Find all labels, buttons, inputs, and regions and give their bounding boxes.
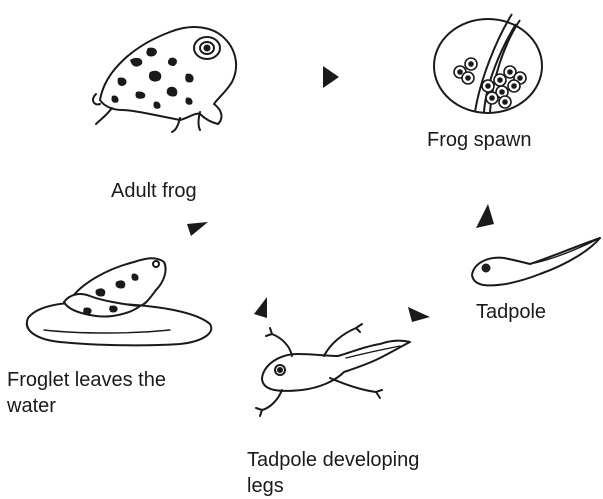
adult-frog-illustration — [93, 27, 236, 132]
tadpole-label: Tadpole — [476, 299, 546, 325]
arrow-down-left-icon — [254, 297, 267, 318]
arrow-right-icon — [323, 66, 339, 88]
arrow-up-right-icon — [187, 222, 208, 236]
froglet-illustration — [27, 258, 211, 345]
tadpole-legs-label: Tadpole developing legs — [247, 447, 457, 499]
arrow-down-left-icon — [408, 307, 430, 322]
arrow-up-icon — [476, 204, 494, 228]
tadpole-illustration — [472, 238, 600, 285]
frog-spawn-illustration — [434, 14, 542, 113]
tadpole-legs-illustration — [256, 324, 410, 416]
frog-spawn-label: Frog spawn — [427, 127, 532, 153]
adult-frog-label: Adult frog — [111, 178, 197, 204]
froglet-label: Froglet leaves the water — [7, 367, 177, 419]
